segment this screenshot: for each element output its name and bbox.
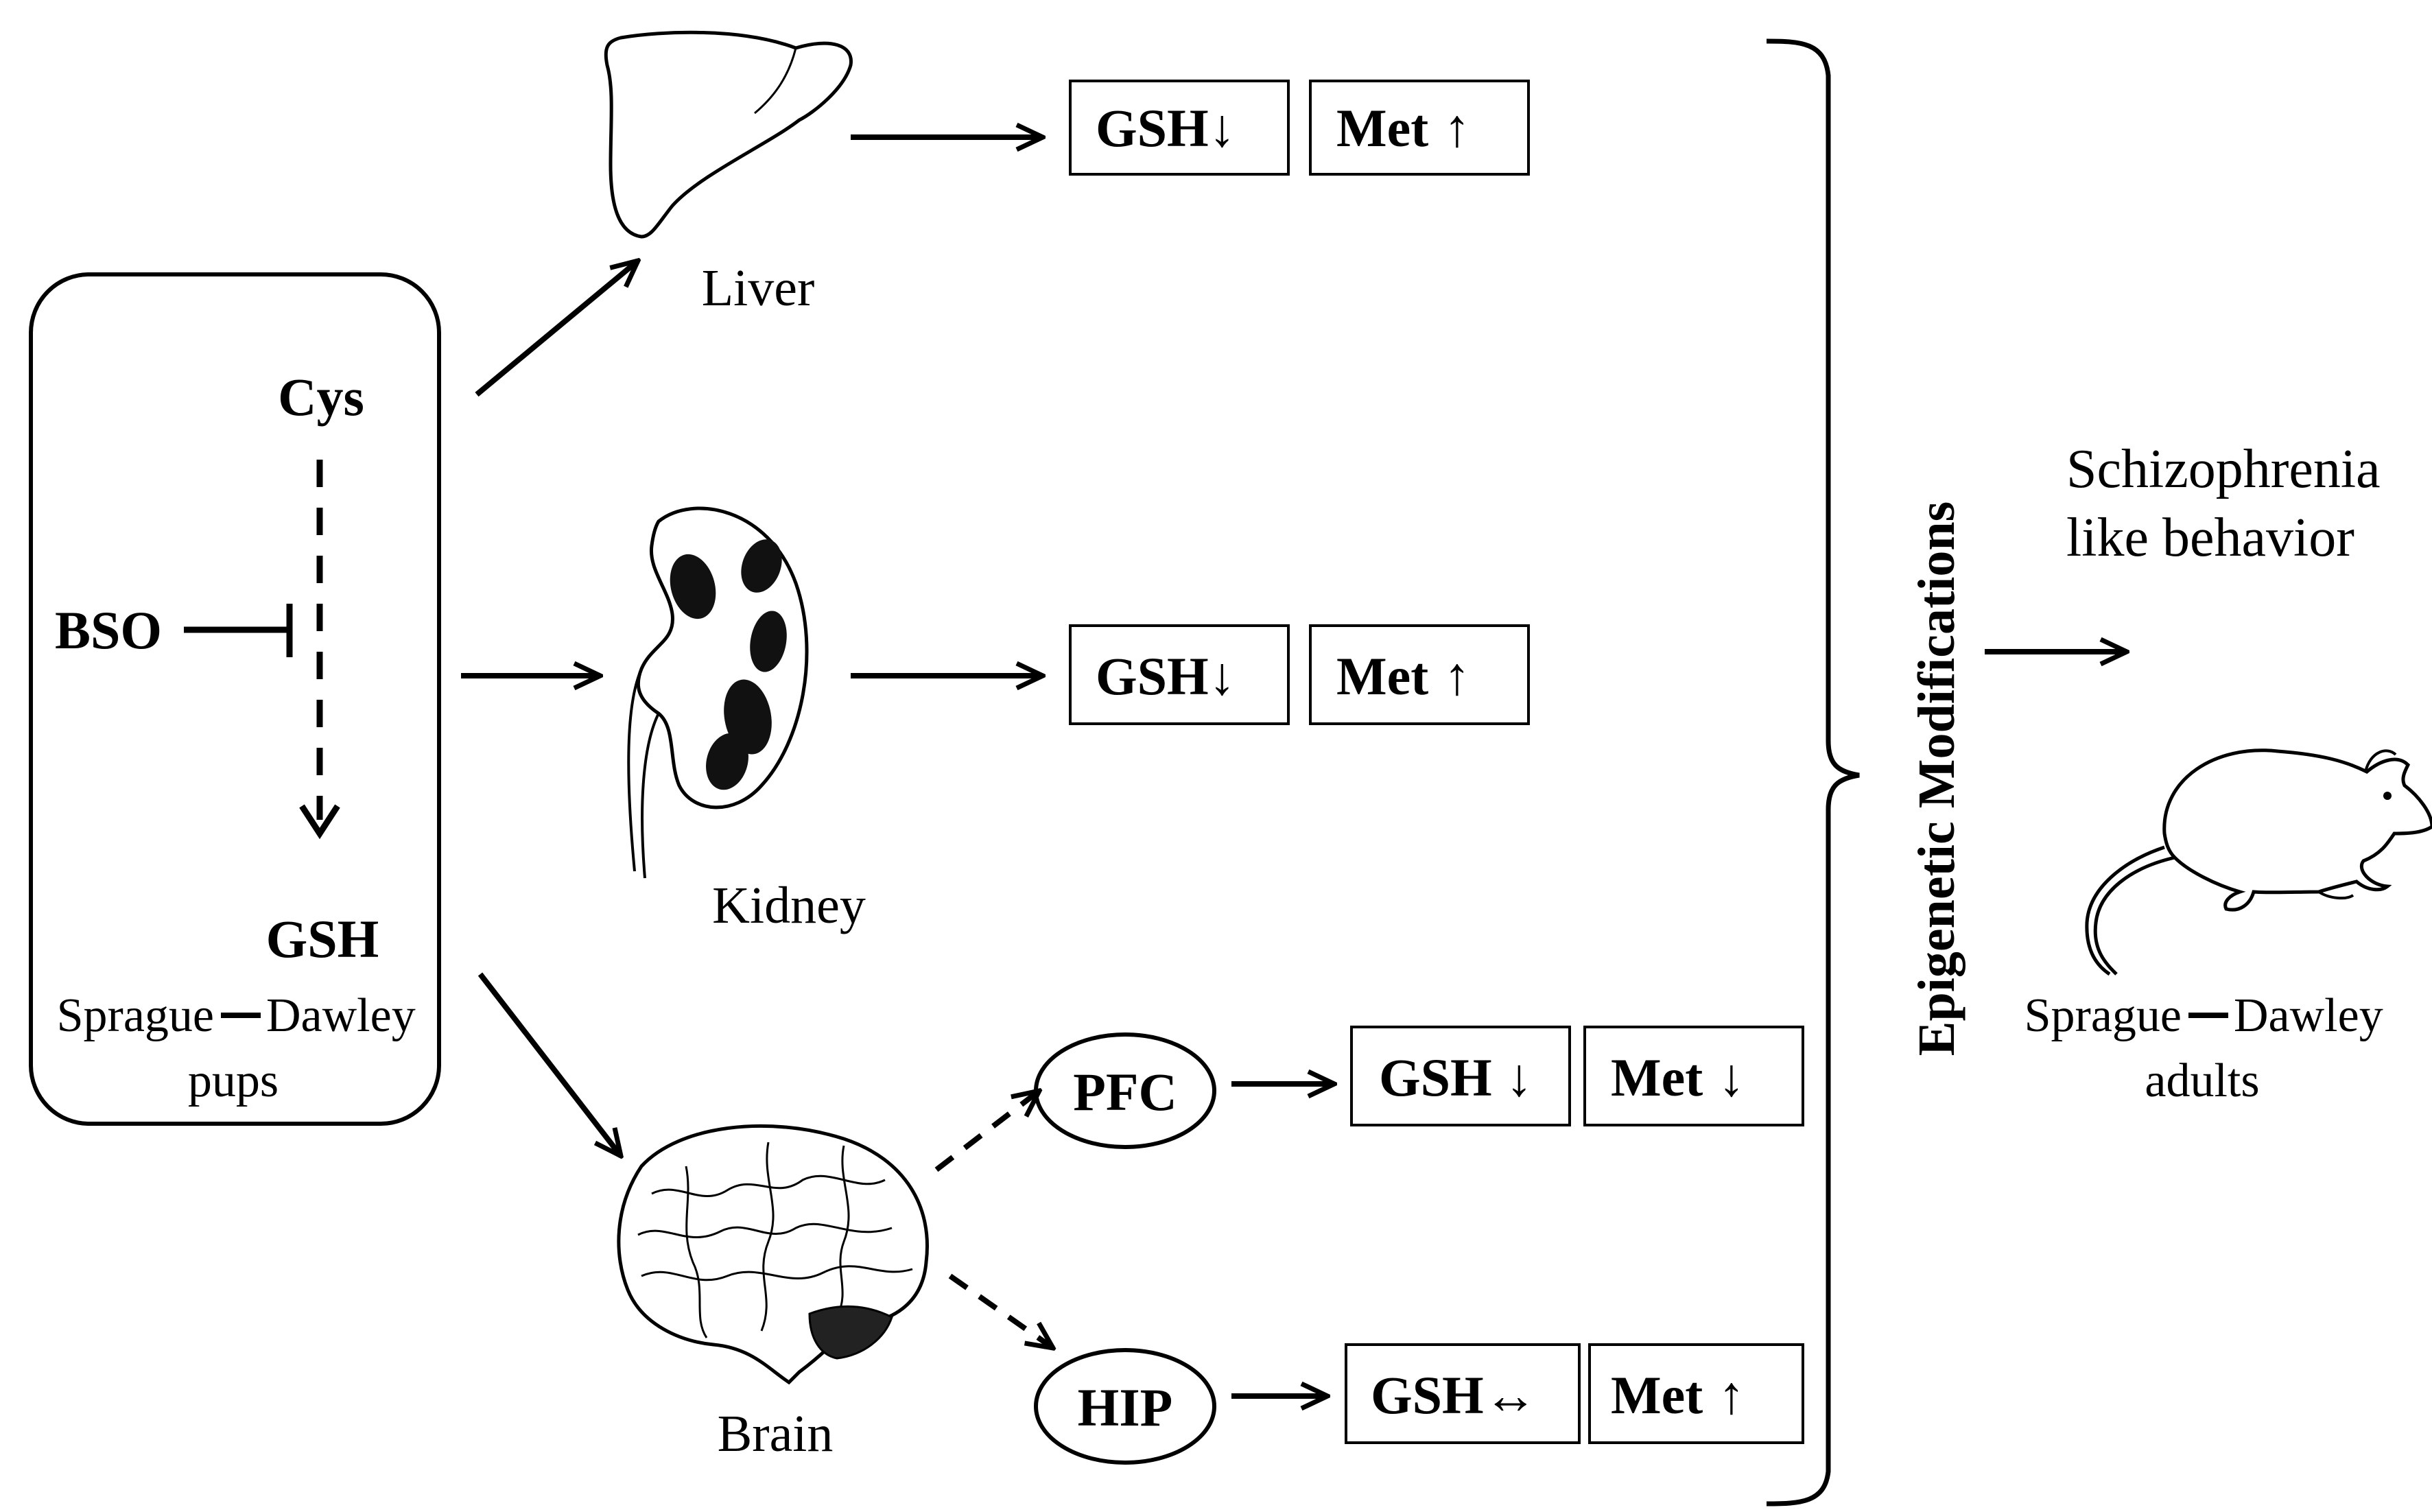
pups-box [29,272,441,1126]
cys-to-gsh-dashed-arrow [299,460,340,840]
kidney-met-box: Met↑ [1309,624,1530,725]
svg-text:GSH↔: GSH↔ [1371,1365,1537,1425]
outcome-line2: like behavior [2066,508,2354,568]
arrow-to-brain [477,972,621,1156]
brain-icon [617,1124,929,1385]
pfc-met-arrow: ↓ [1718,1048,1745,1107]
liver-label: Liver [702,259,815,317]
pfc-node [1034,1032,1216,1149]
liver-met-box: Met↑ [1309,80,1530,176]
pfc-met-box: Met ↓ [1583,1026,1804,1126]
pups-strain-left: Sprague [57,989,214,1042]
adults-stage: adults [2145,1054,2259,1107]
brain-to-hip-dashed-arrow [948,1273,1053,1348]
liver-gsh-text: GSH [1096,98,1209,158]
brain-to-pfc-dashed-arrow [934,1091,1039,1172]
hip-gsh-box: GSH↔ [1345,1343,1581,1444]
svg-text:GSH↓: GSH↓ [1379,1048,1533,1107]
outcome-line1: Schizophrenia [2066,439,2381,499]
pfc-gsh-text: GSH [1379,1048,1492,1107]
pups-stage: pups [188,1054,279,1107]
svg-text:Met↑: Met↑ [1611,1365,1745,1425]
svg-text:Met↑: Met↑ [1336,98,1470,158]
gsh-label: GSH [266,909,379,969]
adults-strain-left: Sprague [2024,989,2182,1042]
hip-met-arrow: ↑ [1718,1365,1745,1425]
arrow-to-liver [475,261,638,397]
hip-gsh-text: GSH [1371,1365,1484,1425]
brain-label: Brain [718,1405,834,1463]
cys-label: Cys [278,367,364,427]
hip-label: HIP [1078,1378,1173,1437]
hip-met-text: Met [1611,1365,1703,1425]
adults-strain-right: Dawley [2234,989,2383,1042]
pfc-met-text: Met [1611,1048,1703,1107]
pfc-label: PFC [1073,1062,1177,1122]
pups-strain-right: Dawley [266,989,416,1042]
kidney-label: Kidney [712,877,866,934]
svg-text:Met↑: Met↑ [1336,646,1470,706]
pfc-gsh-box: GSH↓ [1350,1026,1571,1126]
liver-gsh-arrow: ↓ [1209,98,1236,158]
svg-text:GSH↓: GSH↓ [1096,98,1236,158]
kidney-icon [627,506,809,879]
svg-text:Met↓: Met ↓ [1611,1048,1745,1107]
liver-met-text: Met [1336,98,1428,158]
kidney-gsh-text: GSH [1096,646,1209,706]
kidney-gsh-box: GSH↓ [1069,624,1290,725]
svg-text:GSH↓: GSH↓ [1096,646,1236,706]
liver-met-arrow: ↑ [1443,98,1470,158]
epigenetic-modifications-label: Epigenetic Modifications [1908,501,1965,1056]
bso-label: BSO [55,600,162,660]
kidney-gsh-arrow: ↓ [1209,646,1236,706]
hip-met-box: Met↑ [1588,1343,1804,1444]
rat-icon [2085,748,2432,976]
curly-brace [1766,38,1860,1507]
pfc-gsh-arrow: ↓ [1506,1048,1533,1107]
hip-gsh-arrow: ↔ [1484,1365,1537,1425]
hip-node [1034,1348,1216,1465]
kidney-met-text: Met [1336,646,1428,706]
bso-inhibition-bar [184,604,293,657]
liver-icon [604,30,853,239]
kidney-met-arrow: ↑ [1443,646,1470,706]
liver-gsh-box: GSH↓ [1069,80,1290,176]
